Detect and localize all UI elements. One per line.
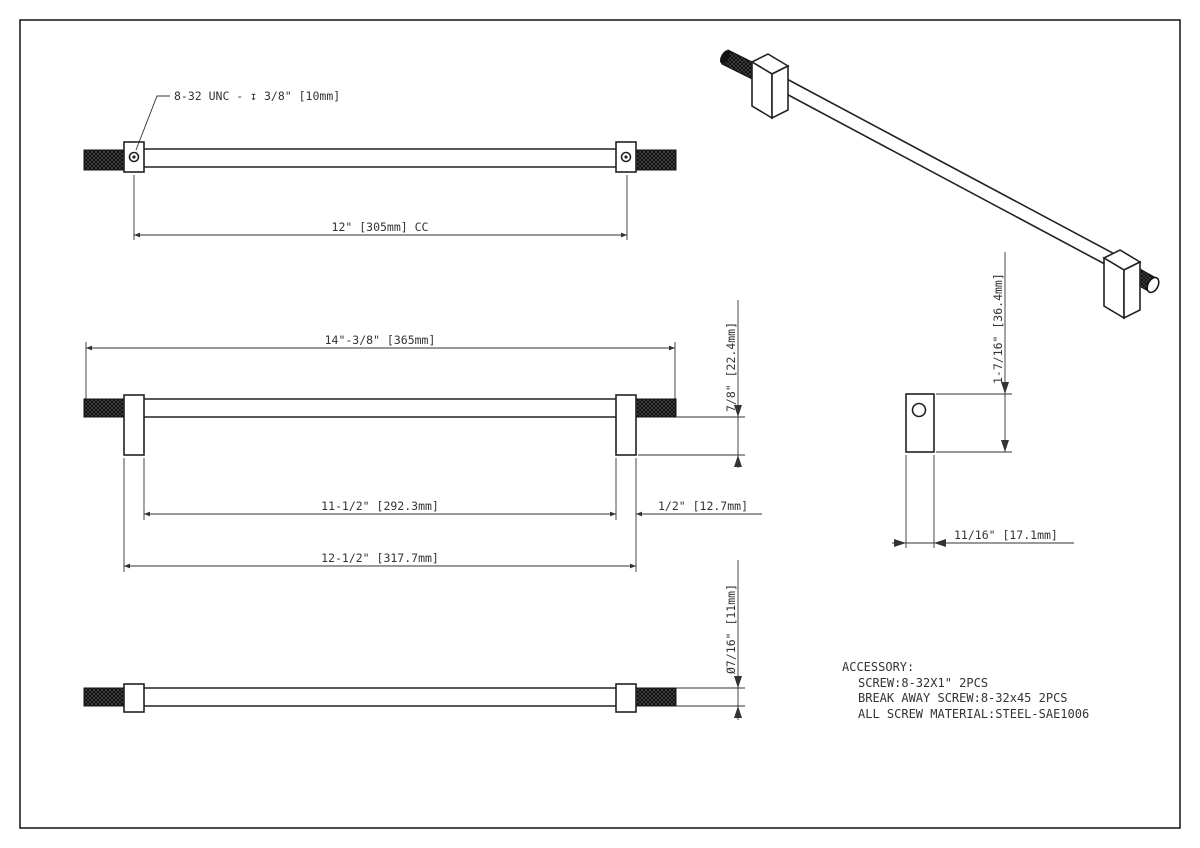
post-height-label: 1-7/16" [36.4mm] [991,273,1005,384]
right-post-bottom [615,683,637,713]
left-post-bottom [123,683,145,713]
left-knurl [83,149,125,171]
left-post-front [123,394,145,456]
diameter-label: Ø7/16" [11mm] [724,584,738,674]
drawing-border [19,19,1181,829]
accessory-line-1: SCREW:8-32X1" 2PCS [858,676,988,690]
post-width-label: 1/2" [12.7mm] [658,499,748,513]
post-detail-view: 1-7/16" [36.4mm] 11/16" [17.1mm] [892,252,1074,548]
right-screw-hole [620,151,632,163]
post-detail-hole [911,402,927,418]
post-detail-body [905,393,935,453]
inner-span-label: 11-1/2" [292.3mm] [321,499,439,513]
outer-span-label: 12-1/2" [317.7mm] [321,551,439,565]
accessory-line-3: ALL SCREW MATERIAL:STEEL-SAE1006 [858,707,1089,721]
left-knurl-front [83,398,125,418]
left-screw-hole [128,151,140,163]
accessory-note: ACCESSORY: SCREW:8-32X1" 2PCS BREAK AWAY… [842,660,1089,721]
accessory-line-2: BREAK AWAY SCREW:8-32x45 2PCS [858,691,1068,705]
overall-length-label: 14"-3/8" [365mm] [325,333,436,347]
left-knurl-bottom [83,687,125,707]
right-post-front [615,394,637,456]
right-knurl-front [635,398,677,418]
front-view: 14"-3/8" [365mm] 7/8" [22.4mm] 11-1/2" [… [83,300,762,572]
cc-dimension-label: 12" [305mm] CC [332,220,429,234]
thread-spec-label: 8-32 UNC - ↧ 3/8" [10mm] [174,89,340,103]
isometric-view [720,49,1160,320]
height-label: 7/8" [22.4mm] [724,322,738,412]
post-depth-label: 11/16" [17.1mm] [954,528,1058,542]
bottom-view: Ø7/16" [11mm] [83,560,745,720]
right-knurl-bottom [635,687,677,707]
accessory-heading: ACCESSORY: [842,660,914,674]
top-view: 8-32 UNC - ↧ 3/8" [10mm] 12" [305mm] CC [83,89,677,240]
right-knurl [635,149,677,171]
